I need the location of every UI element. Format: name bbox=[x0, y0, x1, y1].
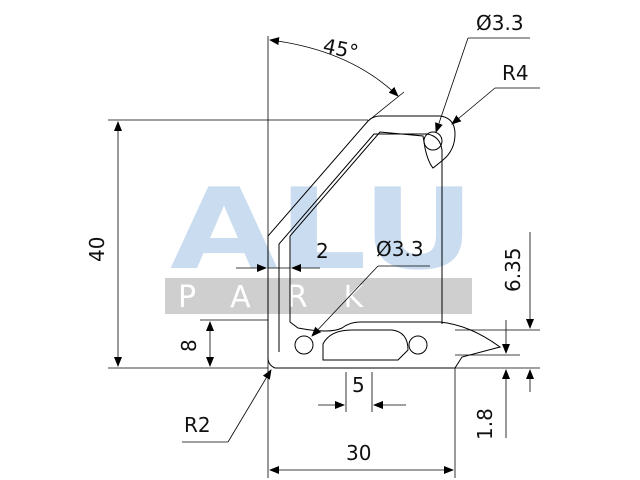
watermark-brand-bottom: PARK bbox=[178, 280, 399, 315]
dimension-lines bbox=[114, 37, 534, 474]
watermark: ALU PARK bbox=[165, 165, 475, 315]
leader-corner-radius bbox=[227, 369, 272, 443]
profile-base-slot bbox=[322, 329, 409, 361]
extension-lines bbox=[108, 36, 540, 478]
leader-lines bbox=[182, 37, 540, 443]
label-inner-hole-diameter: Ø3.3 bbox=[376, 237, 424, 261]
label-height-total: 40 bbox=[85, 237, 109, 262]
profile-outer-contour bbox=[267, 115, 502, 369]
label-top-hole-diameter: Ø3.3 bbox=[476, 11, 524, 35]
label-top-radius: R4 bbox=[502, 61, 529, 85]
hole-slot bbox=[408, 335, 428, 355]
label-angle: 45° bbox=[321, 33, 361, 64]
label-lip-height: 1.8 bbox=[473, 408, 497, 440]
leader-inner-hole bbox=[311, 265, 379, 337]
label-base-height: 8 bbox=[177, 339, 201, 352]
profile-outline bbox=[267, 115, 502, 369]
leader-top-hole bbox=[435, 37, 469, 133]
watermark-brand-top: ALU bbox=[170, 165, 475, 295]
profile-inner-contour bbox=[278, 133, 443, 352]
label-corner-radius: R2 bbox=[184, 413, 211, 437]
hole-top bbox=[423, 131, 443, 151]
leader-top-radius bbox=[451, 87, 496, 125]
dim-angle-arc bbox=[269, 37, 399, 97]
dimension-labels: 45° Ø3.3 R4 40 2 Ø3.3 6.35 8 5 R2 1.8 30 bbox=[85, 11, 529, 465]
hole-inner bbox=[294, 335, 314, 355]
label-slot-width: 5 bbox=[352, 373, 365, 397]
watermark-band bbox=[165, 278, 472, 314]
label-slot-offset: 6.35 bbox=[501, 247, 525, 292]
label-wall-thickness: 2 bbox=[316, 239, 329, 263]
label-width-total: 30 bbox=[346, 441, 371, 465]
